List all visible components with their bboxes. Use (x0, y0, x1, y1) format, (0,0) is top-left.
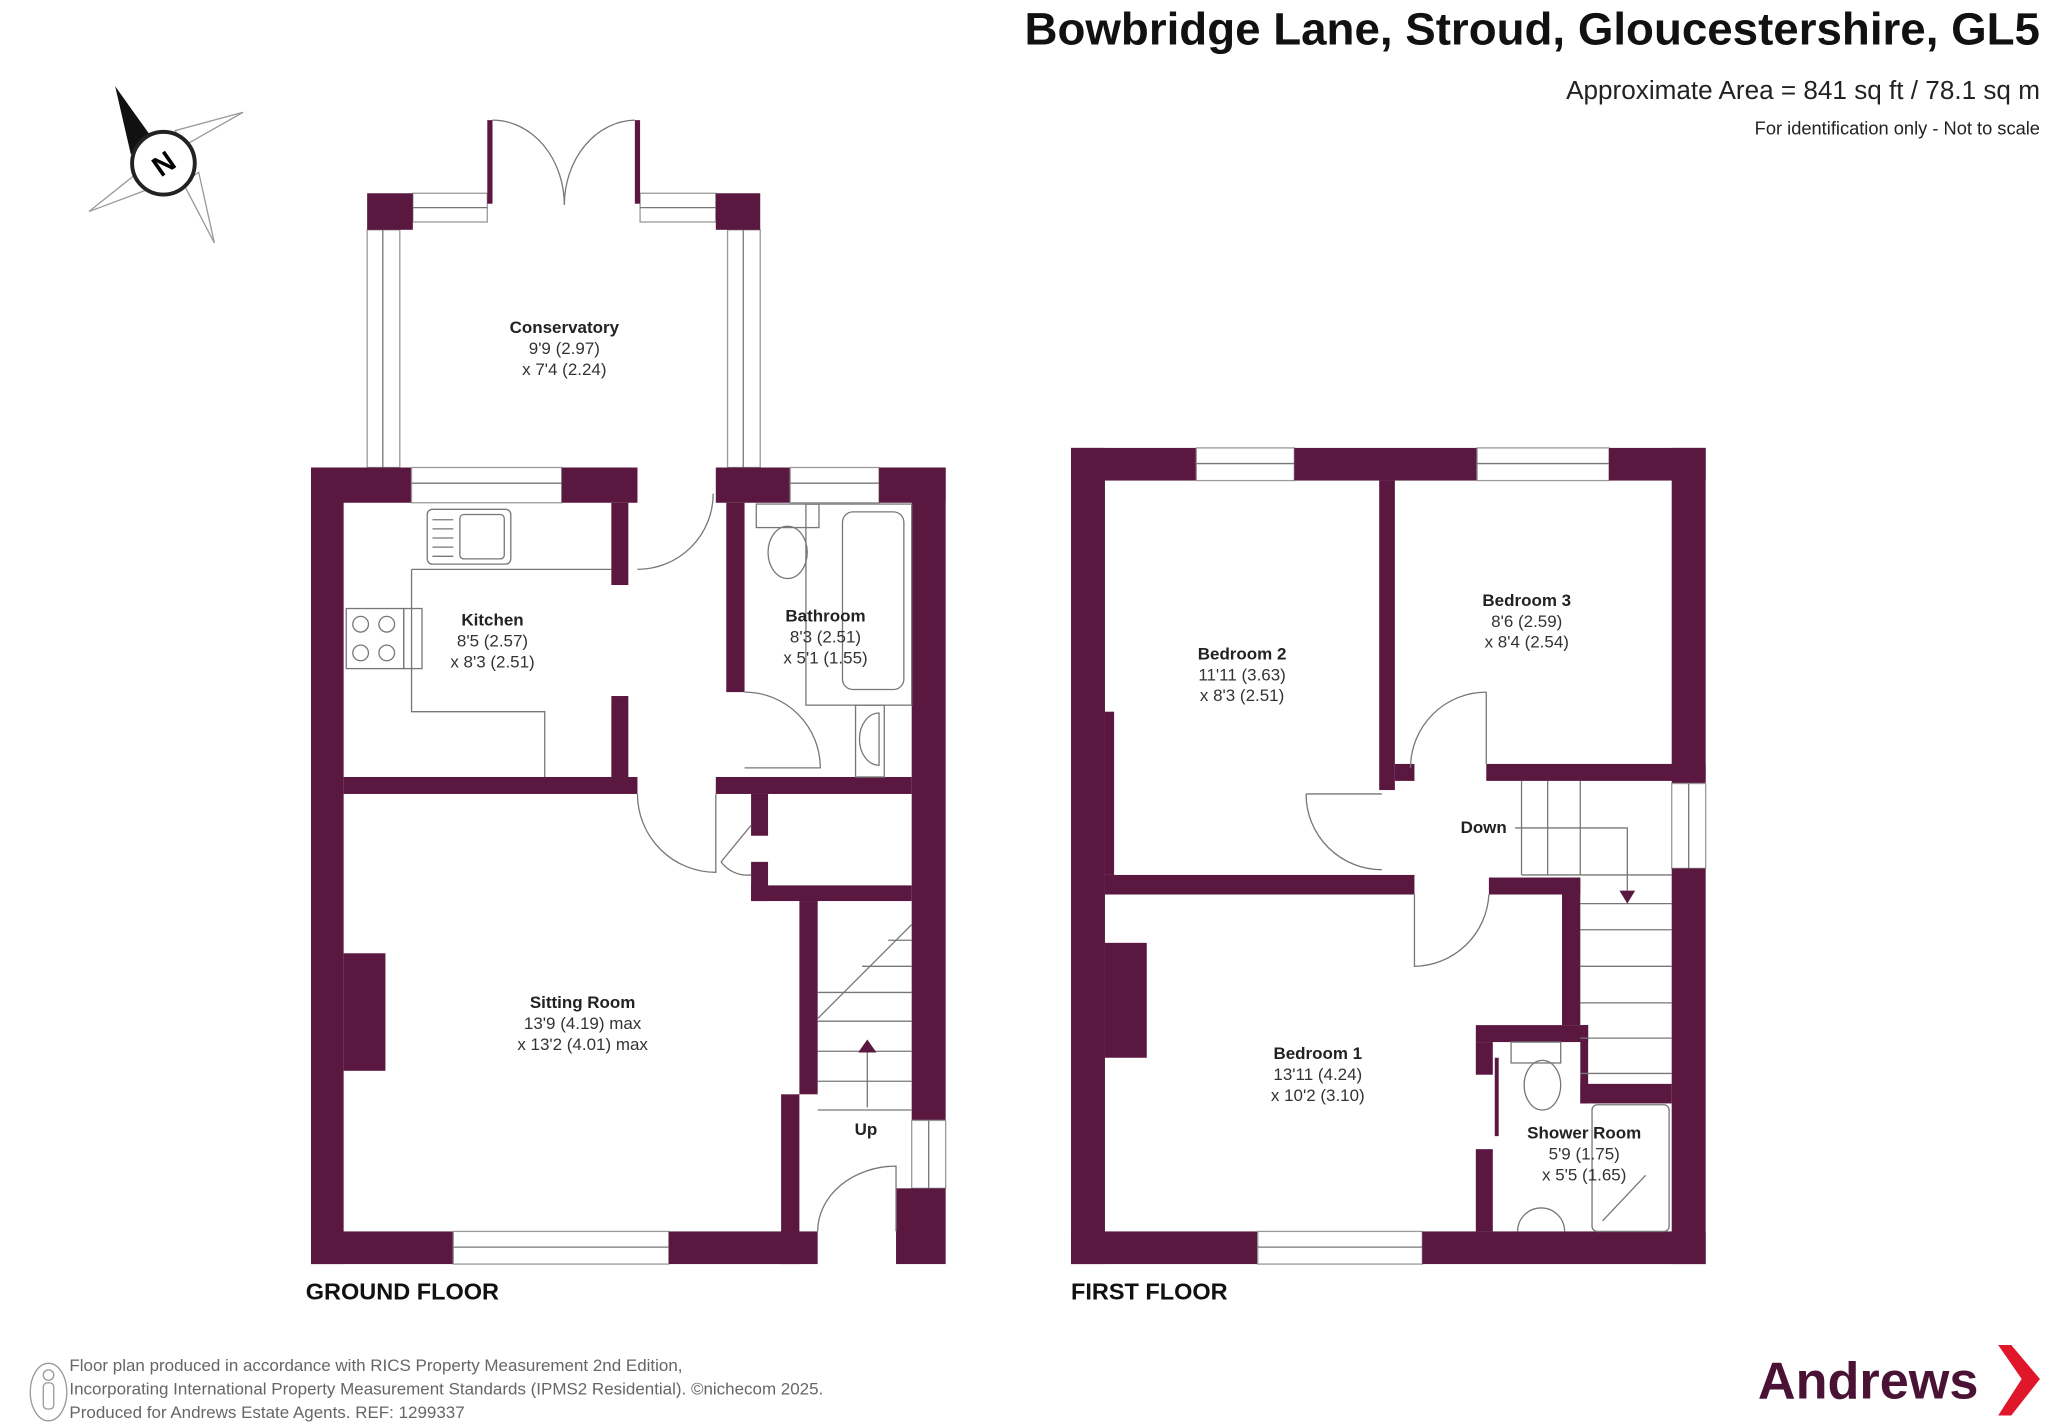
person-scale-icon (29, 1362, 68, 1422)
ground-floor-label: GROUND FLOOR (306, 1278, 499, 1304)
room-name-kitchen: Kitchen (461, 611, 523, 630)
disclaimer-note: For identification only - Not to scale (1755, 118, 2040, 139)
ground-floor-stairs (817, 924, 913, 1111)
first-floor-label: FIRST FLOOR (1071, 1278, 1228, 1304)
room-dimension: 8'5 (2.57) (457, 631, 528, 650)
andrews-logo: Andrews (1758, 1345, 2040, 1416)
room-dimension: x 5'1 (1.55) (783, 648, 867, 667)
first-floor-plan: Bedroom 2 11'11 (3.63) x 8'3 (2.51) Bedr… (1071, 447, 1707, 1304)
room-dimension: x 7'4 (2.24) (522, 360, 606, 379)
room-name-bedroom-3: Bedroom 3 (1482, 591, 1571, 610)
room-dimension: x 8'4 (2.54) (1485, 633, 1569, 652)
room-dimension: 11'11 (3.63) (1198, 665, 1286, 684)
room-dimension: x 8'3 (2.51) (1200, 686, 1284, 705)
room-dimension: x 5'5 (1.65) (1542, 1165, 1626, 1184)
approximate-area: Approximate Area = 841 sq ft / 78.1 sq m (1566, 75, 2040, 105)
room-name-conservatory: Conservatory (510, 318, 620, 337)
first-floor-stairs (1515, 780, 1672, 1075)
footer-line-2: Incorporating International Property Mea… (69, 1380, 823, 1399)
room-dimension: x 10'2 (3.10) (1271, 1086, 1365, 1105)
stairs-down-label: Down (1461, 818, 1507, 837)
room-dimension: x 8'3 (2.51) (450, 652, 534, 671)
footer-line-3: Produced for Andrews Estate Agents. REF:… (69, 1403, 464, 1422)
footer-line-1: Floor plan produced in accordance with R… (69, 1356, 682, 1375)
room-dimension: 9'9 (2.97) (529, 339, 600, 358)
room-dimension: 13'11 (4.24) (1273, 1065, 1362, 1084)
room-name-shower-room: Shower Room (1527, 1124, 1641, 1143)
room-dimension: 8'3 (2.51) (790, 627, 861, 646)
room-name-sitting-room: Sitting Room (530, 993, 636, 1012)
compass-north-icon: N (88, 86, 244, 244)
room-name-bathroom: Bathroom (785, 607, 865, 626)
room-dimension: 5'9 (1.75) (1549, 1145, 1620, 1164)
property-title: Bowbridge Lane, Stroud, Gloucestershire,… (1024, 3, 2039, 54)
stairs-up-label: Up (855, 1120, 878, 1139)
room-dimension: x 13'2 (4.01) max (517, 1035, 648, 1054)
room-dimension: 8'6 (2.59) (1491, 612, 1562, 631)
brand-name: Andrews (1758, 1353, 1979, 1411)
room-name-bedroom-2: Bedroom 2 (1198, 644, 1287, 663)
brand-chevron-icon (1998, 1345, 2040, 1416)
ground-floor-plan: Conservatory 9'9 (2.97) x 7'4 (2.24) Kit… (306, 119, 947, 1304)
room-name-bedroom-1: Bedroom 1 (1273, 1044, 1362, 1063)
room-dimension: 13'9 (4.19) max (524, 1014, 642, 1033)
